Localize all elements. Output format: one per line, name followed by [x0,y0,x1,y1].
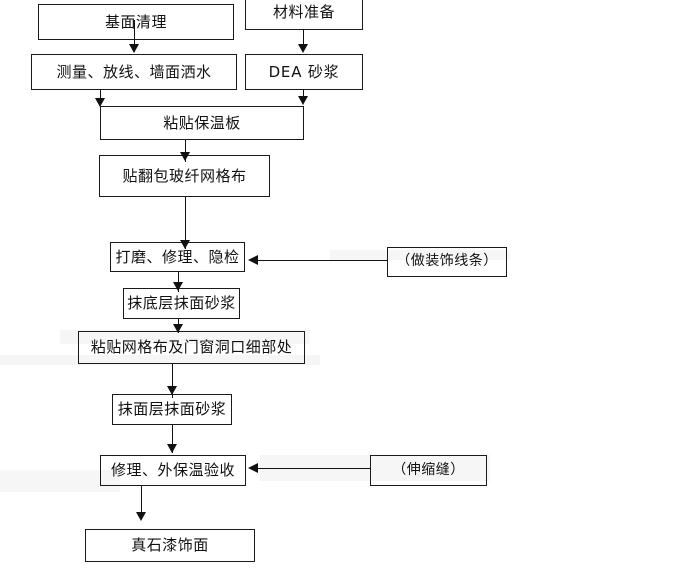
node-survey-layout-wall-wetting[interactable]: 测量、放线、墙面洒水 [31,54,237,90]
edge-arrowhead [180,240,190,249]
edge-arrowhead [298,44,308,53]
node-label: 粘贴网格布及门窗洞口细部处 [90,338,293,357]
node-label: 抹底层抹面砂浆 [127,294,236,313]
node-label: 打磨、修理、隐检 [115,247,240,266]
node-stone-paint-finish[interactable]: 真石漆饰面 [85,529,255,562]
node-label: 修理、外保温验收 [110,461,235,480]
node-base-cleaning[interactable]: 基面清理 [38,4,234,40]
node-repair-and-acceptance[interactable]: 修理、外保温验收 [100,455,246,486]
edge-arrowhead [180,152,190,161]
node-label: （伸缩缝） [392,461,465,478]
node-label: 贴翻包玻纤网格布 [122,166,247,185]
edge-arrowhead [129,44,139,53]
edge-finish-coat-to-acceptance [172,425,173,453]
edge-arrowhead [95,98,105,107]
node-mesh-and-openings-detail[interactable]: 粘贴网格布及门窗洞口细部处 [78,331,305,364]
node-label: DEA 砂浆 [268,62,340,81]
node-decorative-line-note[interactable]: （做装饰线条） [387,247,507,277]
edge-arrowhead [298,96,308,105]
node-label: 测量、放线、墙面洒水 [56,62,212,81]
edge-arrowhead [167,386,177,395]
edge-decorative-note-to-grinding [257,260,388,261]
edge-material-to-dea-mortar [303,30,304,46]
node-label: （做装饰线条） [396,253,498,270]
node-dea-mortar[interactable]: DEA 砂浆 [245,54,363,90]
edge-arrowhead [173,324,183,333]
edge-mesh-wrap-to-grinding [185,197,186,249]
edge-arrowhead [248,463,258,473]
node-label: 基面清理 [104,12,167,31]
node-label: 抹面层抹面砂浆 [117,400,227,419]
node-expansion-joint-note[interactable]: （伸缩缝） [370,455,487,486]
edge-arrowhead [167,444,177,453]
node-label: 真石漆饰面 [131,536,209,555]
node-bond-insulation-board[interactable]: 粘贴保温板 [100,106,304,140]
edge-base-cleaning-to-survey [134,20,135,52]
node-material-preparation[interactable]: 材料准备 [245,0,363,30]
edge-arrowhead [136,512,146,521]
node-finish-coat-mortar[interactable]: 抹面层抹面砂浆 [112,394,232,425]
edge-survey-to-insulation-board [100,90,101,103]
node-label: 粘贴保温板 [163,113,241,132]
edge-arrowhead [173,282,183,291]
edge-arrowhead [248,255,258,265]
edge-mesh-detail-to-finish-coat [172,364,173,398]
edge-insulation-board-to-mesh-wrap [185,140,186,162]
node-grinding-repair-inspection[interactable]: 打磨、修理、隐检 [110,242,245,272]
edge-expansion-joint-to-acceptance [258,468,371,469]
node-label: 材料准备 [272,2,335,21]
edge-acceptance-to-stone-paint [141,486,142,518]
node-base-coat-mortar[interactable]: 抹底层抹面砂浆 [123,288,240,319]
